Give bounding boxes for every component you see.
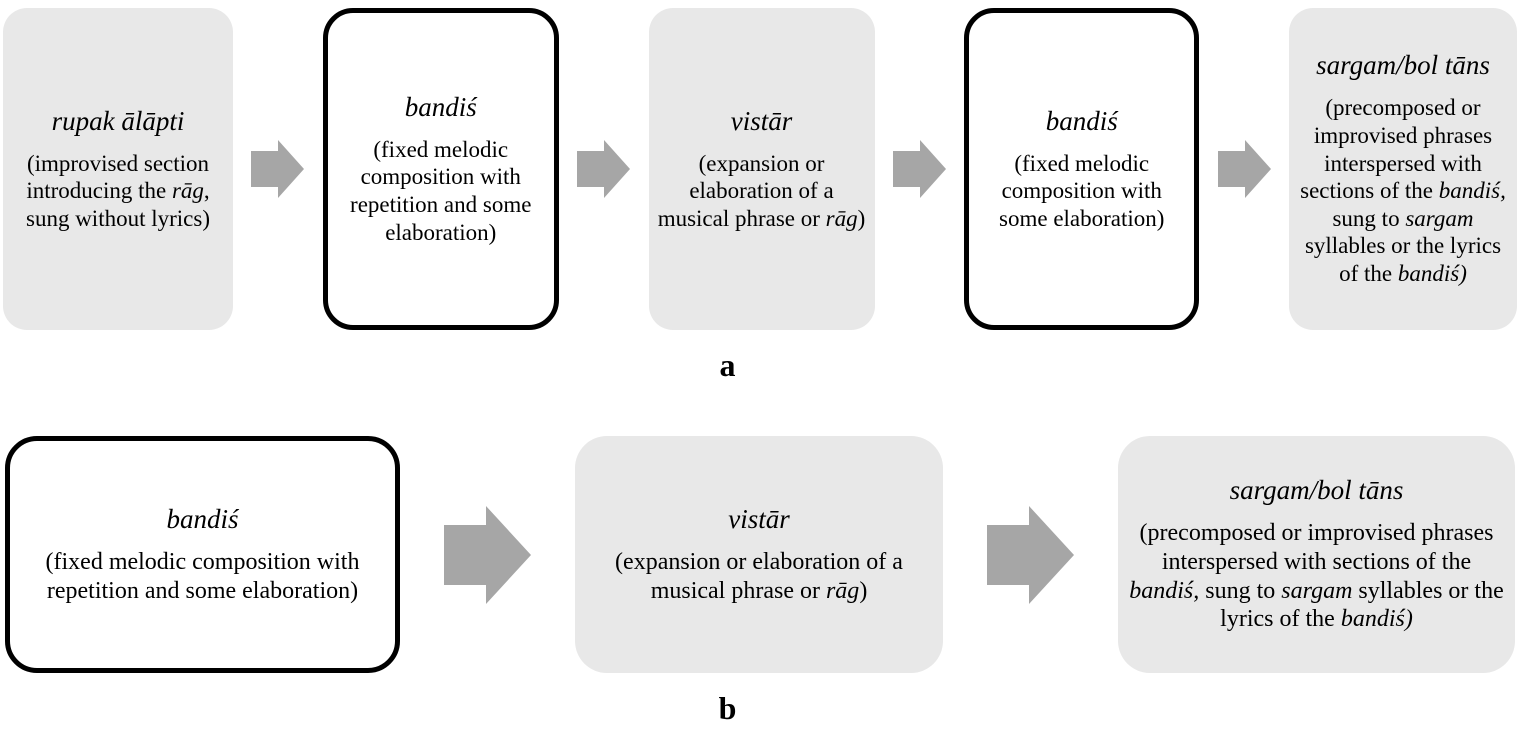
- flow-row-a: rupak ālāpti (improvised section introdu…: [0, 0, 1535, 330]
- flow-row-b: bandiś (fixed melodic composition with r…: [0, 436, 1535, 673]
- arrow-right-icon: [444, 505, 531, 604]
- box-title: bandiś: [166, 503, 239, 534]
- row-b-label: b: [718, 690, 737, 726]
- box-title: sargam/bol tāns: [1229, 474, 1404, 505]
- box-bandis-a2: bandiś (fixed melodic composition with s…: [964, 8, 1200, 330]
- arrow-right-icon: [577, 140, 631, 198]
- box-vistar-b: vistār (expansion or elaboration of a mu…: [575, 436, 943, 673]
- box-bandis-a1: bandiś (fixed melodic composition with r…: [322, 8, 559, 330]
- box-body: (fixed melodic composition with repetiti…: [350, 136, 532, 245]
- box-rupak-alapti: rupak ālāpti (improvised section introdu…: [3, 8, 233, 330]
- box-sargam-bol-tans-b: sargam/bol tāns (precomposed or improvis…: [1118, 436, 1515, 673]
- box-title: bandiś: [404, 91, 477, 122]
- box-body: (fixed melodic composition with repetiti…: [45, 548, 360, 604]
- box-title: bandiś: [1045, 105, 1118, 136]
- box-body: (fixed melodic composition with some ela…: [999, 150, 1165, 231]
- box-title: sargam/bol tāns: [1316, 50, 1490, 81]
- arrow-right-icon: [892, 140, 946, 198]
- box-body: (expansion or elaboration of a musical p…: [657, 150, 866, 231]
- arrow-right-icon: [987, 505, 1074, 604]
- arrow-right-icon: [1217, 140, 1271, 198]
- box-body: (improvised section introducing the rāg,…: [26, 150, 210, 231]
- box-body: (precomposed or improvised phrases inter…: [1129, 519, 1504, 633]
- box-bandis-b: bandiś (fixed melodic composition with r…: [5, 436, 400, 673]
- box-title: vistār: [730, 105, 793, 136]
- arrow-right-icon: [251, 140, 305, 198]
- box-title: rupak ālāpti: [51, 105, 185, 136]
- box-sargam-bol-tans-a: sargam/bol tāns (precomposed or improvis…: [1289, 8, 1517, 330]
- box-title: vistār: [728, 503, 790, 534]
- row-a-label: a: [719, 347, 736, 383]
- box-vistar-a: vistār (expansion or elaboration of a mu…: [648, 8, 875, 330]
- box-body: (expansion or elaboration of a musical p…: [615, 548, 903, 604]
- box-body: (precomposed or improvised phrases inter…: [1300, 95, 1506, 286]
